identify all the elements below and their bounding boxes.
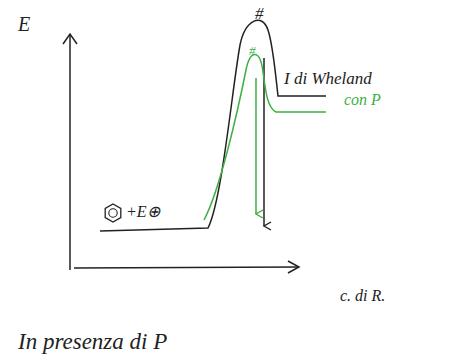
note: In presenza di P — [18, 330, 167, 353]
down-arrow — [255, 78, 257, 214]
axis-label: E — [18, 14, 30, 34]
benzene-symbol — [105, 204, 121, 222]
axis-label: c. di R. — [340, 288, 385, 304]
energy-curve — [100, 20, 326, 231]
y-axis — [69, 34, 71, 270]
axis-arrow — [63, 34, 77, 44]
axis-arrow — [288, 261, 299, 273]
transition-mark: # — [255, 5, 264, 22]
reactant-label: +E⊕ — [126, 204, 160, 220]
catalyst-label: con P — [344, 92, 381, 108]
intermediate-label: I di Wheland — [284, 70, 372, 87]
transition-mark: # — [249, 44, 256, 57]
x-axis — [74, 267, 298, 268]
